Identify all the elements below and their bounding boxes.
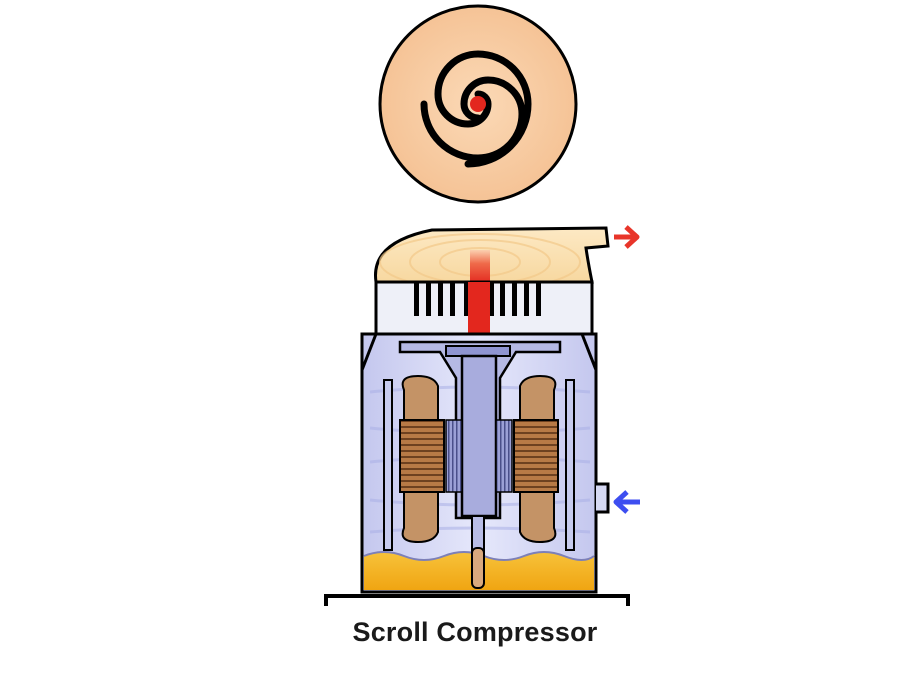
scroll-wraps: [420, 50, 532, 168]
motor: [383, 374, 575, 551]
compression-pocket: [470, 96, 486, 112]
base-plate: [324, 594, 630, 606]
scroll-vanes: [414, 282, 541, 316]
oil-pickup: [471, 547, 485, 589]
center-discharge-port: [468, 282, 490, 334]
rotor-right: [495, 419, 513, 493]
diagram-caption: Scroll Compressor: [352, 617, 598, 647]
suction-inlet: [596, 482, 610, 514]
scroll-top-view: [378, 4, 578, 204]
oil-sump: [363, 547, 595, 590]
left-arrow-icon: [613, 490, 640, 514]
rotor-left: [445, 419, 463, 493]
stator-left: [399, 419, 445, 493]
scroll-set-side-view: [374, 280, 594, 336]
discharge-gas-jet: [470, 250, 490, 284]
stator-right: [513, 419, 559, 493]
right-arrow-icon: [614, 225, 640, 249]
